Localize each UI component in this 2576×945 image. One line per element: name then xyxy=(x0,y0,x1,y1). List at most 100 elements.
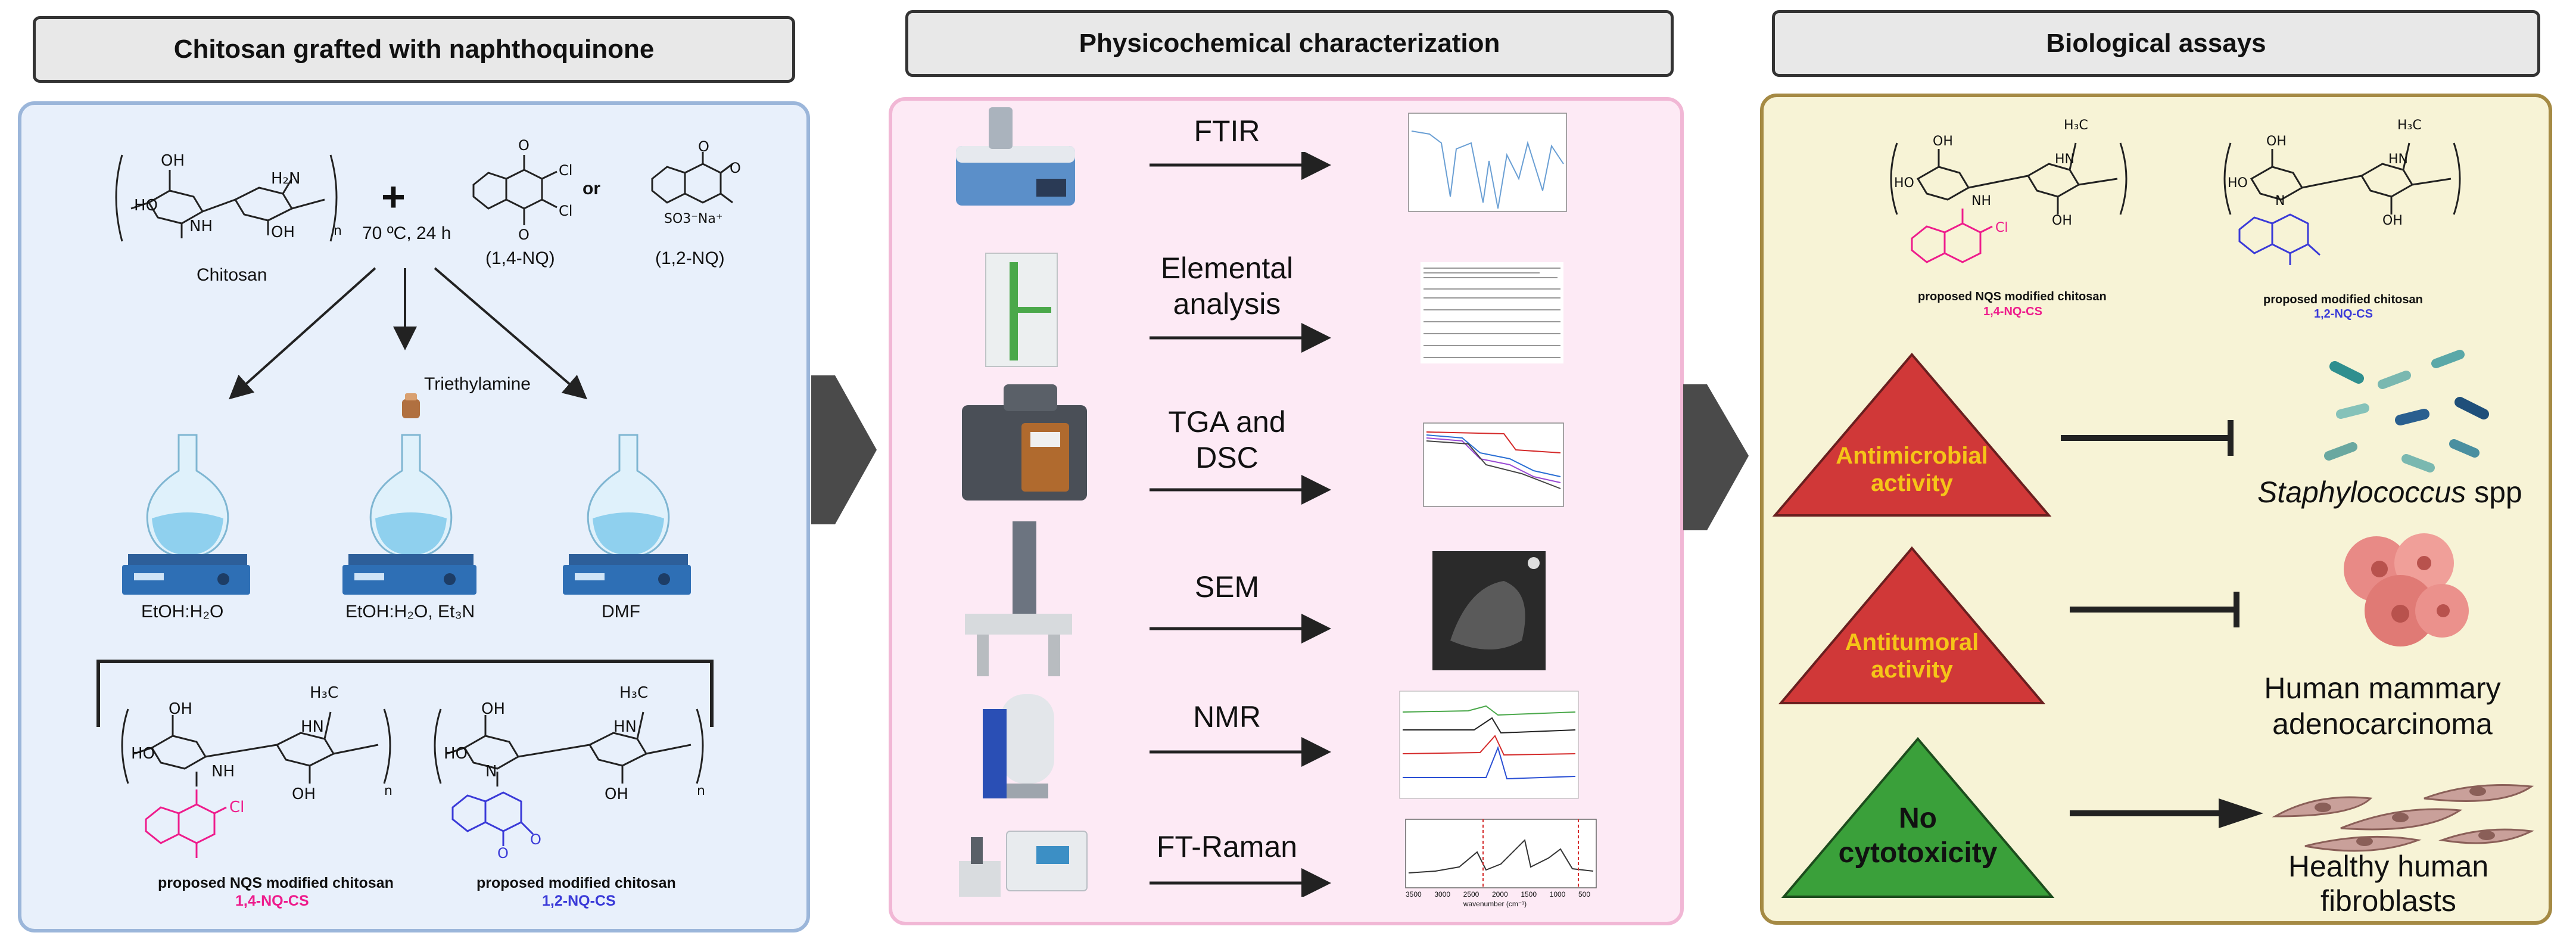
atom-label: NH xyxy=(189,217,213,235)
atom-label: n xyxy=(697,784,705,798)
atom-label: HN xyxy=(613,718,637,736)
product-bracket xyxy=(96,660,714,727)
technique-label: FTIR xyxy=(1194,114,1260,148)
assay-label-line: Antimicrobial xyxy=(1836,443,1988,469)
atom-label: H₃C xyxy=(619,684,649,702)
assay-target-line: Human mammary xyxy=(2264,672,2501,705)
raman-tick: 2000 xyxy=(1491,890,1508,899)
atom-label: N xyxy=(2275,194,2285,209)
atom-label: O xyxy=(530,831,541,848)
nq12-label: (1,2-NQ) xyxy=(655,248,725,268)
atom-label: OH xyxy=(169,700,193,718)
atom-label: Cl xyxy=(559,203,573,219)
chitosan-structure xyxy=(115,154,338,242)
technique-arrows xyxy=(1150,152,1331,897)
sem-image-thumbnail xyxy=(1432,551,1546,670)
raman-tick: 3500 xyxy=(1406,890,1422,899)
technique-label: NMR xyxy=(1193,700,1261,733)
atom-label: Cl xyxy=(229,798,245,816)
atom-label: HO xyxy=(1894,176,1914,191)
atom-label: OH xyxy=(2052,213,2072,228)
assay-label-line: Antitumoral xyxy=(1845,629,1979,655)
assay-target: Human mammary adenocarcinoma xyxy=(2263,670,2502,742)
atom-label: O xyxy=(698,138,709,155)
bio-product2-code: 1,2-NQ-CS xyxy=(2314,307,2373,321)
atom-label: NH xyxy=(1971,194,1991,209)
raman-tick: 500 xyxy=(1578,890,1590,899)
atom-label: OH xyxy=(481,700,506,718)
atom-label: OH xyxy=(271,223,295,241)
hotplate-flask-icon xyxy=(563,434,691,595)
product-12-structure-small xyxy=(2223,142,2461,265)
assay-label: Antitumoral activity xyxy=(1829,629,1995,683)
assay-triangle-antitumoral xyxy=(1778,546,2046,704)
atom-label: N xyxy=(485,763,497,781)
atom-label: n xyxy=(334,223,342,238)
atom-label: O xyxy=(497,845,509,862)
sem-microscope-icon xyxy=(965,521,1072,676)
ft-raman-instrument-icon xyxy=(959,831,1088,897)
cancer-cells-icon xyxy=(2344,533,2469,646)
assay-target-rest: spp xyxy=(2466,475,2522,509)
header-synthesis: Chitosan grafted with naphthoquinone xyxy=(33,16,795,83)
product1-code: 1,4-NQ-CS xyxy=(235,893,309,909)
product2-code: 1,2-NQ-CS xyxy=(542,893,616,909)
raman-axis-label: wavenumber (cm⁻¹) xyxy=(1463,900,1527,908)
naphthoquinone-12-structure xyxy=(651,152,733,204)
atom-label: OH xyxy=(161,152,185,170)
atom-label: O xyxy=(518,226,529,243)
assay-label-line: cytotoxicity xyxy=(1838,837,1998,869)
atom-label: H₂N xyxy=(271,170,301,188)
atom-label: OH xyxy=(2266,134,2287,149)
raman-tick: 1500 xyxy=(1521,890,1537,899)
assay-target-line: Healthy human xyxy=(2288,850,2489,883)
ftir-spectrum-thumbnail xyxy=(1408,113,1567,212)
atom-label: HO xyxy=(2228,176,2248,191)
ftir-instrument-icon xyxy=(956,107,1075,206)
product1-title: proposed NQS modified chitosan xyxy=(158,875,394,891)
raman-tick-row: 3500 3000 2500 2000 1500 1000 500 xyxy=(1406,890,1590,899)
atom-label: O xyxy=(518,137,529,154)
atom-label: HN xyxy=(2055,152,2074,167)
solvent-label: DMF xyxy=(602,602,640,621)
atom-label: HO xyxy=(131,745,155,763)
atom-label: NH xyxy=(211,763,235,781)
assay-triangle-antimicrobial xyxy=(1772,352,2052,517)
hotplate-flask-icon xyxy=(342,434,476,595)
solvent-label: EtOH:H₂O xyxy=(141,602,224,621)
triethylamine-label: Triethylamine xyxy=(424,374,531,394)
reaction-arrows xyxy=(229,267,588,400)
bio-product2-title: proposed modified chitosan xyxy=(2263,293,2423,306)
assay-label-line: activity xyxy=(1871,470,1953,496)
or-label: or xyxy=(583,179,600,198)
atom-label: HO xyxy=(444,745,468,763)
chevron-arrow-icon xyxy=(1683,384,1749,530)
technique-label: Elemental analysis xyxy=(1160,251,1294,321)
solvent-label: EtOH:H₂O, Et₃N xyxy=(345,602,475,621)
hotplate-flask-icon xyxy=(122,434,250,595)
atom-label: OH xyxy=(2382,213,2403,228)
atom-label: H₃C xyxy=(2397,118,2422,133)
tga-dsc-thumbnail xyxy=(1423,422,1564,507)
raman-tick: 3000 xyxy=(1434,890,1451,899)
header-bio: Biological assays xyxy=(1772,10,2540,77)
raman-tick: 2500 xyxy=(1463,890,1479,899)
bio-product1-code: 1,4-NQ-CS xyxy=(1983,305,2042,318)
atom-label: OH xyxy=(605,785,629,803)
header-physchem: Physicochemical characterization xyxy=(905,10,1674,77)
technique-label: TGA and DSC xyxy=(1168,405,1286,474)
nmr-spectrum-thumbnail xyxy=(1399,691,1579,799)
atom-label: n xyxy=(384,784,393,798)
atom-label: H₃C xyxy=(310,684,339,702)
elemental-analyzer-icon xyxy=(985,253,1058,367)
sulfonate-label: SO3⁻Na⁺ xyxy=(664,212,723,226)
assay-label: Antimicrobial activity xyxy=(1829,442,1995,497)
reaction-conditions: 70 ºC, 24 h xyxy=(362,223,451,243)
inhibition-arrows xyxy=(2061,420,2263,828)
bio-product1-title: proposed NQS modified chitosan xyxy=(1918,290,2107,303)
product-12-structure xyxy=(434,708,704,846)
naphthoquinone-14-structure xyxy=(472,155,557,225)
ft-raman-spectrum-thumbnail xyxy=(1405,819,1597,888)
elemental-table-thumbnail xyxy=(1421,262,1563,363)
atom-label: HN xyxy=(301,718,324,736)
